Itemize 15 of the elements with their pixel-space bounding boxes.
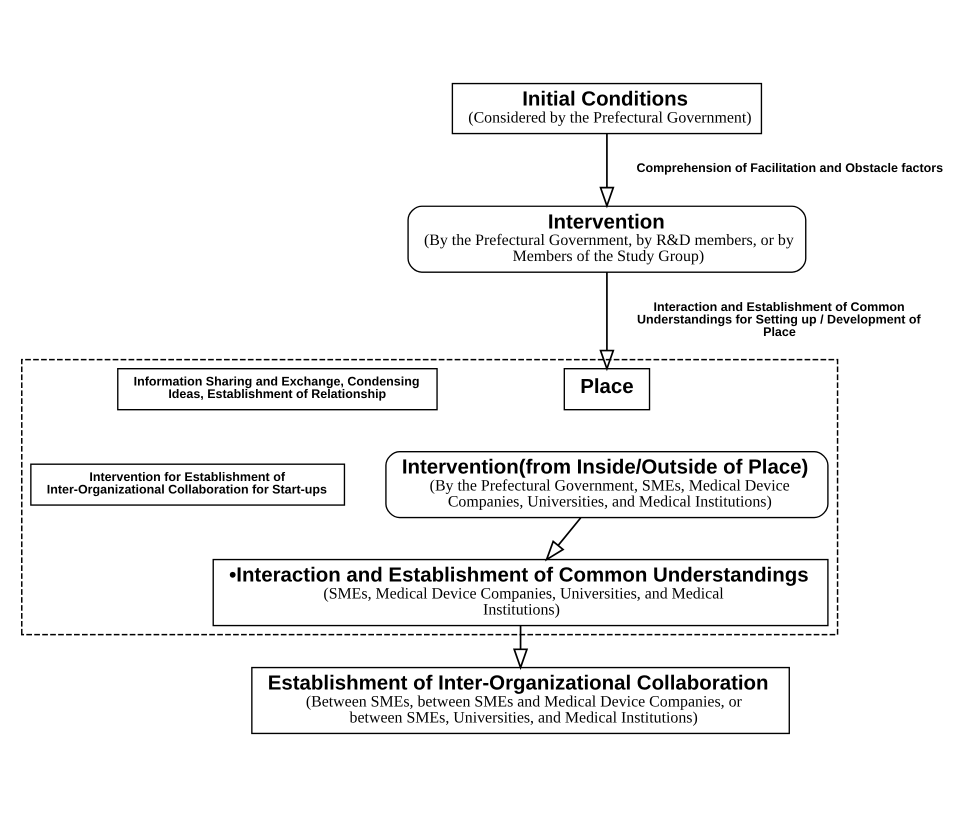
node-box: Intervention for Establishment of Inter-Organizational Collaboration for Start-ups	[30, 464, 346, 506]
arrow	[544, 517, 582, 562]
node-box: Place	[564, 368, 650, 410]
node-box: Intervention (By the Prefectural Government, by R&D members, or by Members of the Study Group)	[407, 206, 806, 273]
node-box: Establishment of Inter-Organizational Collaboration (Between SMEs, between SMEs and Medical Device Companies, or between SMEs, Universities, and Medical Institutions)	[251, 666, 790, 734]
arrow	[599, 134, 614, 208]
node-box: •Interaction and Establishment of Common Understandings (SMEs, Medical Device Companies, Universities, and Medical Institutions)	[212, 558, 829, 626]
node-box: Initial Conditions (Considered by the Prefectural Government)	[452, 82, 762, 134]
arrow	[599, 272, 614, 372]
node-box: Intervention(from Inside/Outside of Place) (By the Prefectural Government, SMEs, Medical Device Companies, Universities, and Medical Institutions)	[385, 451, 829, 518]
node-box: Information Sharing and Exchange, Condensing Ideas, Establishment of Relationship	[117, 368, 438, 410]
edge-label: Comprehension of Facilitation and Obstacle factors	[636, 160, 944, 175]
edge-label: Interaction and Establishment of Common Understandings for Setting up / Development of Place	[637, 300, 921, 340]
cluster	[21, 358, 838, 636]
arrow	[513, 626, 528, 670]
